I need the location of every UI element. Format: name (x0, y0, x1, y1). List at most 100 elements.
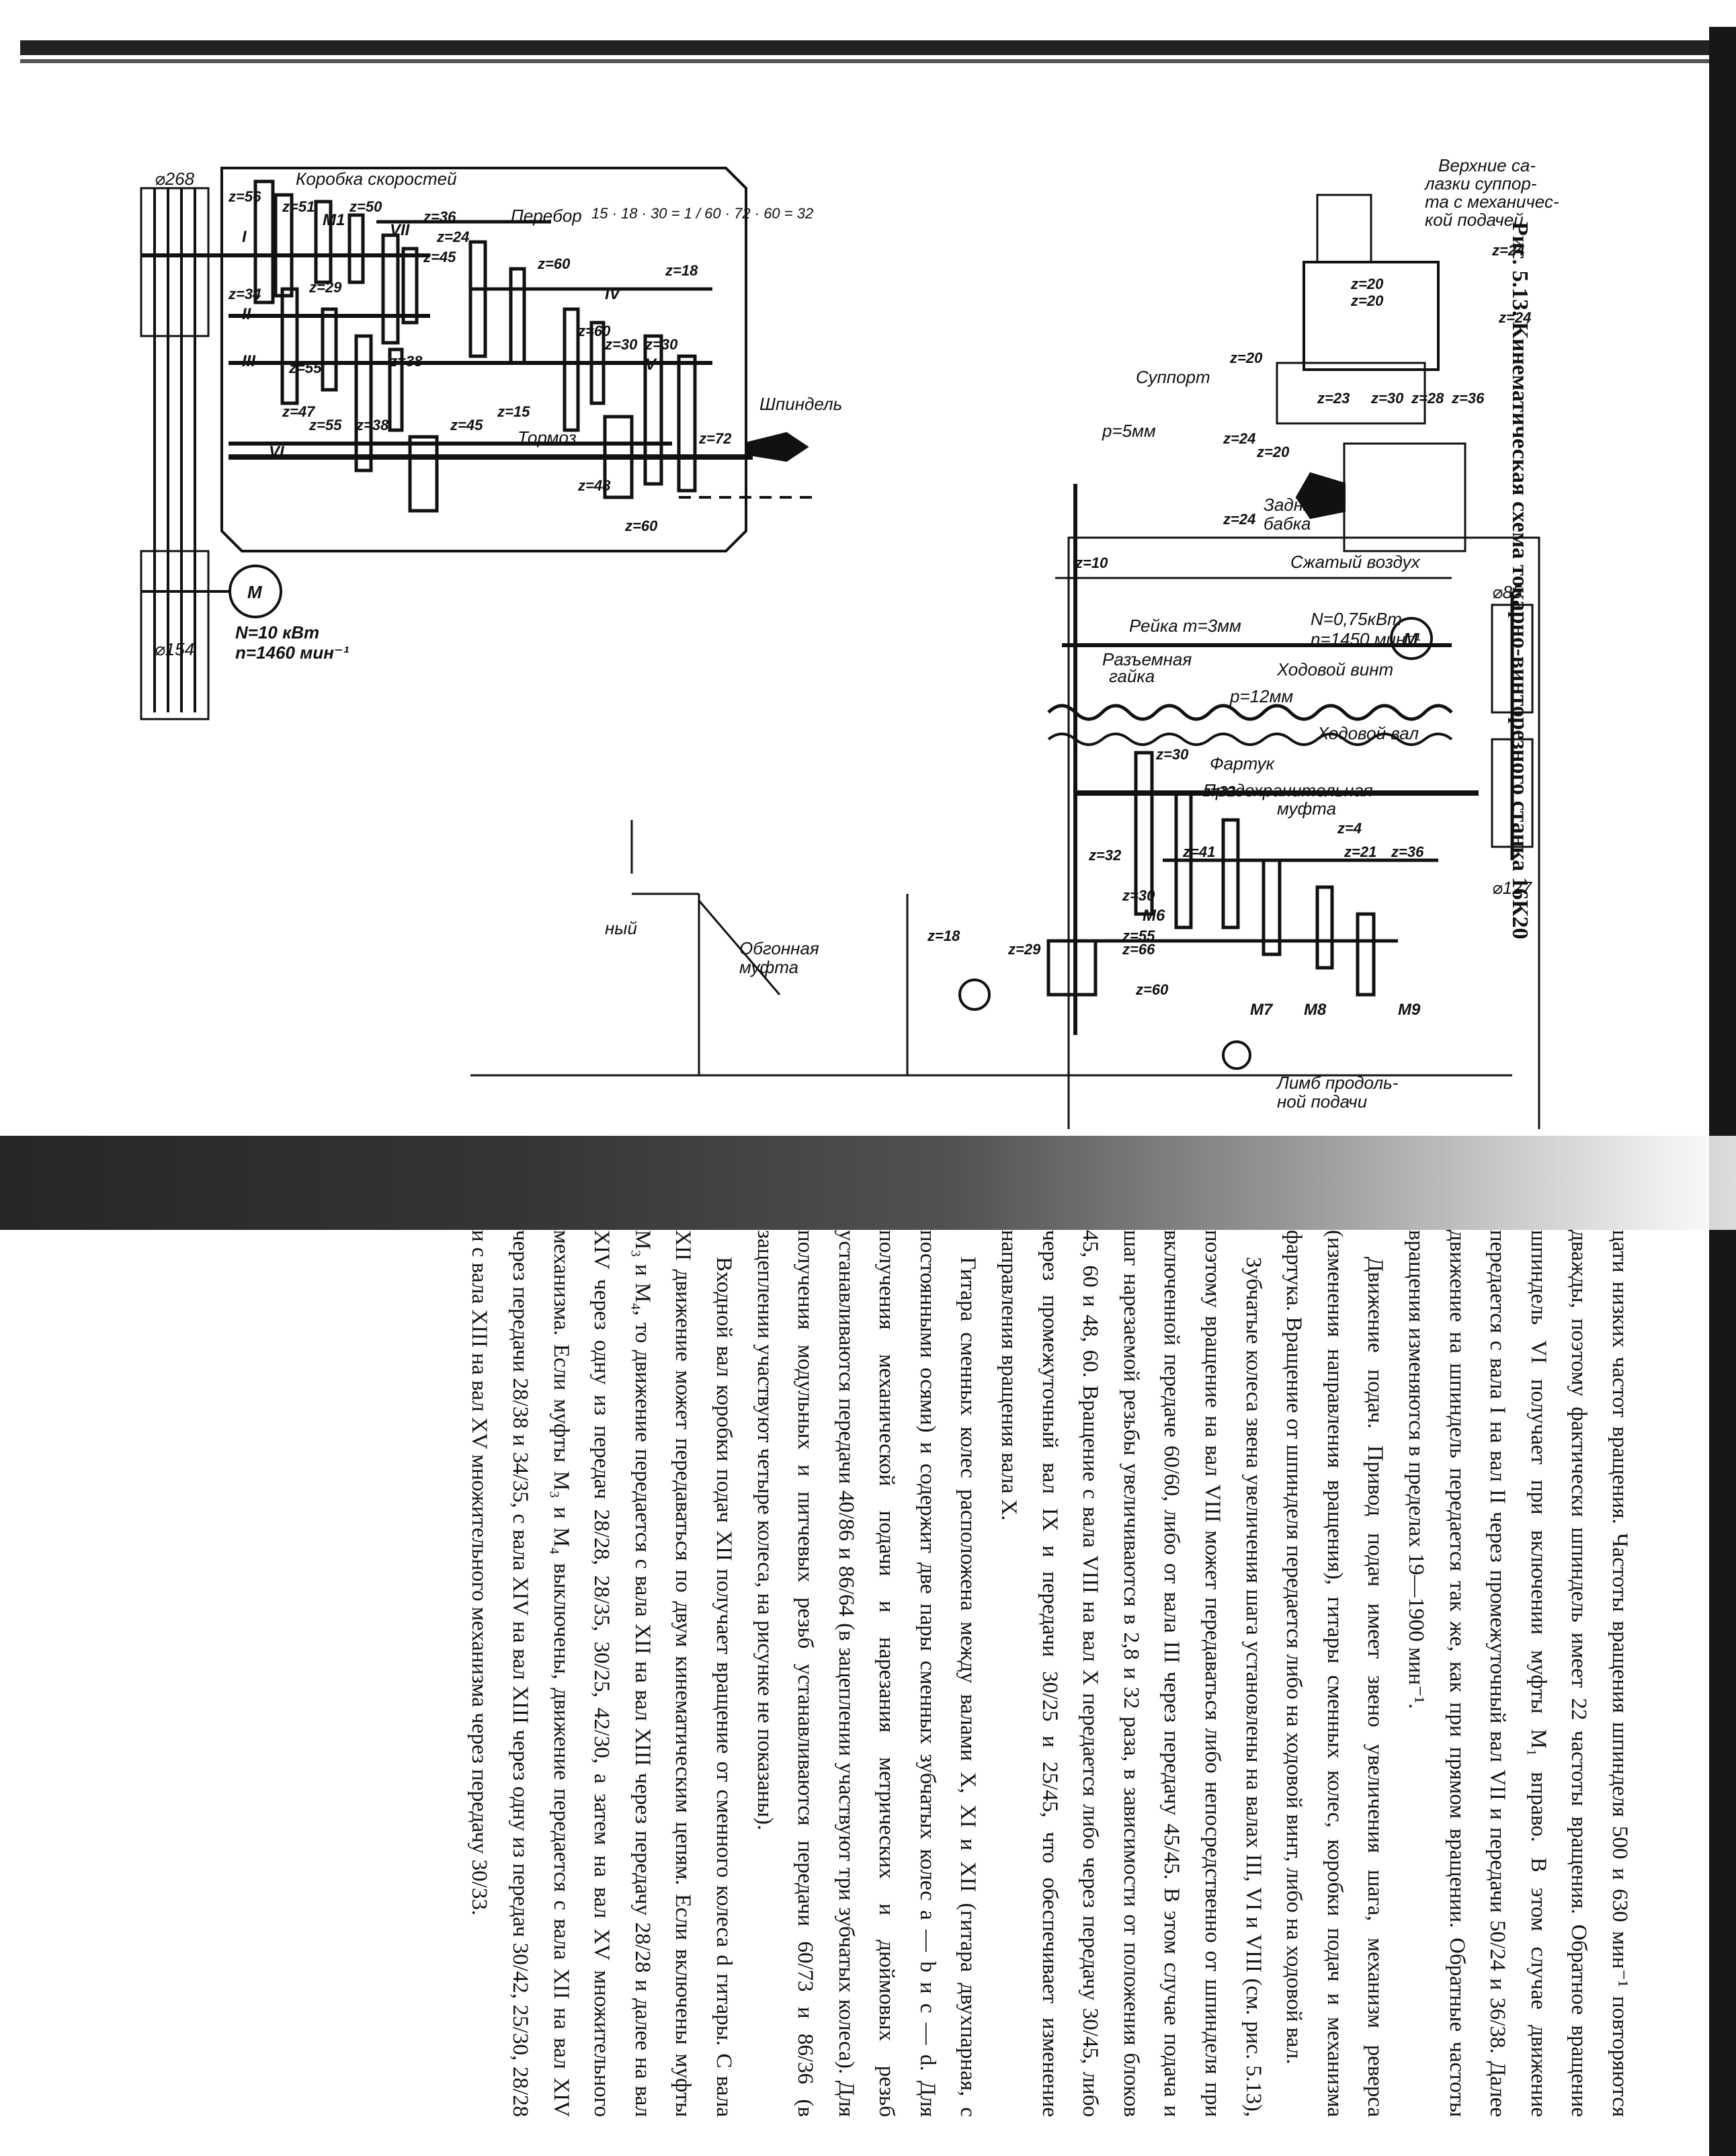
figure-caption: Рис. 5.13. Кинематическая схема токарно-… (1507, 222, 1532, 940)
label-perebor-ratios: 15 · 18 · 30 = 1 / 60 · 72 · 60 = 32 (591, 205, 813, 222)
label-razemnaya: Разъемная (1102, 649, 1192, 669)
gear-label: z=30 (604, 336, 638, 353)
gear-label: z=30 (645, 336, 678, 353)
gear-label: z=20 (1256, 444, 1290, 460)
label-verkhnie-1: Верхние са- (1438, 155, 1536, 175)
gear-label: z=24 (1223, 430, 1255, 447)
gear-label: z=66 (1122, 941, 1155, 958)
gear-label: z=29 (1007, 941, 1041, 958)
shaft-label-I: I (242, 228, 247, 246)
gear-label: z=10 (1075, 554, 1108, 571)
coupling-label-M8: M8 (1304, 1001, 1327, 1019)
label-korobka: Коробка скоростей (296, 169, 457, 189)
coupling-label-M9: M9 (1398, 1001, 1421, 1019)
gear-label: z=32 (1088, 847, 1122, 864)
gear-label: z=24 (1223, 511, 1255, 528)
kinematic-diagram: Коробка скоростей Перебор 15 · 18 · 30 =… (0, 67, 1736, 1157)
coupling-label-M7: M7 (1250, 1001, 1274, 1019)
label-p5: p=5мм (1102, 421, 1156, 441)
body-text-region: цати низких частот вращения. Частоты вра… (376, 1230, 1640, 2117)
scan-edge-shadow (20, 40, 1714, 55)
label-babka: бабка (1264, 513, 1311, 534)
shaft-label-VI: VI (269, 443, 285, 461)
shaft-label-VII: VII (390, 221, 411, 239)
label-motor-m: M (247, 582, 263, 602)
gear-label: z=45 (423, 249, 456, 265)
gear-label: z=34 (228, 286, 261, 302)
label-pulley-85: ⌀85 (1492, 582, 1522, 602)
paragraph-3: Зубчатые колеса звена увеличения шага ус… (997, 1230, 1266, 2117)
scan-edge-shadow-2 (20, 59, 1714, 63)
gear-label: z=60 (1135, 981, 1169, 998)
gear-label: z=36 (423, 208, 456, 225)
label-limb-1: Лимб продоль- (1276, 1073, 1399, 1093)
gear-label: z=41 (1182, 843, 1215, 860)
kinematic-diagram-svg: Коробка скоростей Перебор 15 · 18 · 30 =… (140, 155, 1559, 1157)
label-perebor: Перебор (511, 206, 582, 226)
shaft-label-IV: IV (605, 285, 622, 303)
label-motor-n: N=10 кВт (235, 622, 319, 642)
paragraph-1: цати низких частот вращения. Частоты вра… (1404, 1230, 1632, 2117)
label-pulley-154: ⌀154 (155, 639, 194, 659)
pulley-268 (140, 187, 210, 337)
gear-label: z=60 (537, 255, 571, 272)
label-zadnyaya: Задняя (1264, 495, 1322, 515)
gear-label: z=29 (308, 279, 342, 296)
shaft-label-V: V (645, 356, 657, 374)
gear-label: z=24 (436, 229, 469, 245)
label-mufta: муфта (1277, 798, 1336, 819)
label-verkhnie-2: лазки суппор- (1423, 173, 1537, 194)
fast-motor-symbol (1390, 617, 1433, 660)
label-fartuk: Фартук (1210, 753, 1276, 774)
gear-label: z=48 (577, 477, 611, 494)
body-text-rotated: цати низких частот вращения. Частоты вра… (376, 1230, 1640, 2117)
gear-label: z=32 (1202, 783, 1236, 800)
label-szhatyi: Сжатый воздух (1290, 552, 1421, 572)
label-tormoz: Тормоз (518, 427, 577, 448)
label-gaika: гайка (1109, 666, 1155, 686)
label-p12: p=12мм (1229, 686, 1293, 706)
label-fast-motor-m: M (1403, 629, 1419, 649)
coupling-label-M6: M6 (1143, 907, 1165, 925)
label-pulley-268: ⌀268 (155, 169, 195, 189)
gear-label: z=21 (1344, 843, 1376, 860)
label-khodovoi-vint: Ходовой винт (1276, 659, 1393, 679)
gear-label: z=20 (1350, 292, 1384, 309)
paragraph-5: Входной вал коробки подач XII получает в… (467, 1230, 736, 2117)
label-obgonnaya: Обгонная (739, 938, 819, 958)
gear-label: z=55 (308, 417, 342, 433)
gear-label: z=47 (282, 403, 316, 420)
book-gutter-shadow (0, 1136, 1736, 1230)
gear-label: z=60 (624, 517, 658, 534)
gear-label: z=4 (1337, 820, 1362, 837)
gear-label: z=18 (927, 927, 960, 944)
page-edge-dark (1709, 27, 1736, 2156)
label-predokhr: Предохранительная (1203, 780, 1373, 800)
gear-label: z=36 (1451, 390, 1485, 407)
gear-label: z=38 (389, 353, 423, 370)
gear-label: z=30 (1370, 390, 1404, 407)
gear-label: z=56 (228, 188, 261, 205)
coupling-label-M1: M1 (323, 211, 345, 229)
label-pulley-127: ⌀127 (1492, 878, 1533, 898)
gear-label: z=20 (1229, 349, 1263, 366)
label-fast-motor-n: N=0,75кВт (1311, 609, 1402, 629)
gear-label: z=24 (1498, 309, 1531, 326)
gear-label: z=15 (497, 403, 530, 420)
gear-label: z=45 (450, 417, 483, 433)
label-nyi: ный (605, 918, 637, 938)
label-reika: Рейка m=3мм (1129, 616, 1241, 636)
gear-label: z=60 (577, 323, 611, 339)
label-mufta-2: муфта (739, 957, 798, 977)
gear-label: z=30 (1155, 746, 1189, 763)
gear-label: z=50 (349, 198, 382, 215)
gear-label: z=23 (1317, 390, 1350, 407)
label-fast-motor-rpm: n=1450 мин⁻¹ (1311, 629, 1421, 649)
label-shpindel: Шпиндель (759, 394, 842, 414)
gear-label: z=55 (1122, 927, 1155, 944)
label-motor-rpm: n=1460 мин⁻¹ (235, 642, 349, 663)
gear-label: z=36 (1391, 843, 1424, 860)
shaft-label-III: III (242, 352, 256, 370)
speed-box-outline (220, 167, 747, 552)
